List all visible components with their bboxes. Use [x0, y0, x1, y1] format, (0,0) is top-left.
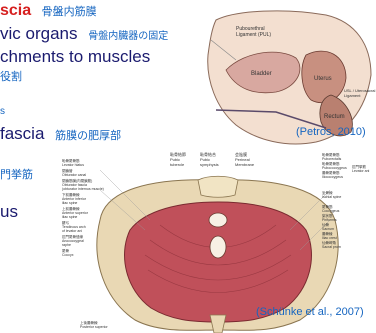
sag-label-rectum: Rectum: [324, 114, 345, 120]
label-left-20: Coccyx: [62, 253, 74, 257]
heading-5-en: fascia: [0, 124, 44, 143]
heading-2-en: vic organs: [0, 24, 77, 43]
label-left-12: iliac spine: [62, 215, 77, 219]
label-left-9: iliac spine: [62, 201, 77, 205]
label-left-3: Obturator canal: [62, 173, 86, 177]
citation-schunke: (Schünke et al., 2007): [256, 306, 364, 318]
heading-1-en: scia: [0, 2, 31, 19]
label-left-15: of levator ani: [62, 229, 82, 233]
label-perineal-membrane-en2: Membrane: [235, 162, 255, 167]
sag-label-pul2: Ligament (PUL): [236, 32, 271, 38]
label-left-1: Levator hiatus: [62, 163, 84, 167]
label-left-6: (obturator internus muscle): [62, 187, 104, 191]
heading-5-jp: 筋膜の肥厚部: [55, 130, 121, 142]
heading-line-3: chments to muscles: [0, 47, 150, 67]
label-right-17: Iliac crest: [322, 236, 337, 240]
label-right-15: Sacrum: [322, 227, 334, 231]
heading-7-en: us: [0, 202, 18, 221]
heading-1-jp: 骨盤内筋膜: [42, 6, 97, 18]
label-right-5: Iliococcygeus: [322, 175, 343, 179]
label-left-18: raphe: [62, 243, 71, 247]
label-pubic-symphysis-en2: symphysis: [200, 162, 219, 167]
heading-3-en: chments to muscles: [0, 47, 150, 66]
heading-6-jp: 門挙筋: [0, 166, 33, 182]
label-right-19: Sacral prom: [322, 245, 341, 249]
label-right-9: Ischial spine: [322, 195, 341, 199]
label-right-13: Piriformis: [322, 218, 337, 222]
label-right-7: Levator ani: [352, 169, 370, 173]
label-pubic-tubercle-en2: tubercle: [170, 162, 185, 167]
citation-petros: (Petros, 2010): [296, 126, 366, 138]
label-right-1: Puborectalis: [322, 157, 342, 161]
label-right-3: Pubococcygeus: [322, 166, 347, 170]
label-psis-en: Posterior superior: [80, 325, 108, 329]
heading-3-jp: 役割: [0, 68, 22, 84]
sag-label-uterus: Uterus: [314, 76, 332, 82]
sag-label-usl2: Ligament: [344, 93, 361, 98]
heading-line-7: us: [0, 202, 18, 222]
heading-line-1: scia 骨盤内筋膜: [0, 2, 97, 20]
marker-s: s: [0, 106, 5, 117]
label-right-11: Coccygeus: [322, 209, 340, 213]
sag-label-bladder: Bladder: [251, 71, 272, 77]
heading-line-2: vic organs 骨盤内臓器の固定: [0, 24, 168, 44]
heading-2-jp: 骨盤内臓器の固定: [88, 31, 168, 42]
heading-line-5: fascia 筋膜の肥厚部: [0, 124, 121, 144]
